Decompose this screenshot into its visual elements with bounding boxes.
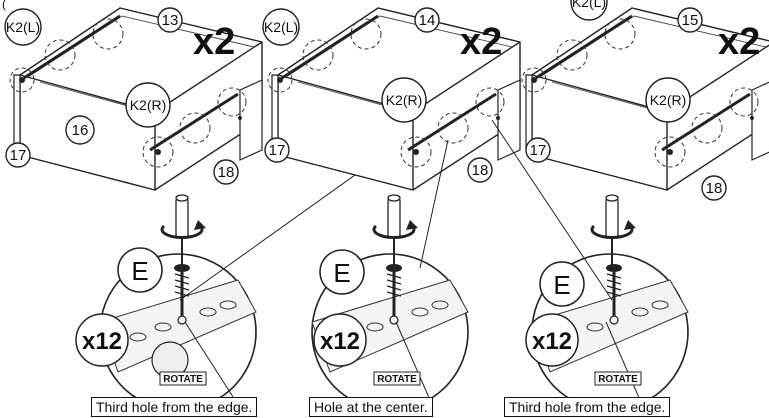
- label-circle-k-right-3: [645, 77, 691, 123]
- panel-2: K2(L) K2(R) 14 17 18 x2 E x12 ROTATE: [262, 6, 522, 412]
- part-circle-right-2: [467, 157, 493, 183]
- part-top-label-2: 14: [419, 12, 436, 29]
- label-circle-k-right-2: [381, 77, 427, 123]
- leader-line-3: [491, 119, 613, 301]
- label-circle-k-left-2: [262, 8, 300, 46]
- quantity-label-3: x2: [718, 21, 760, 63]
- rotate-box-3: [594, 371, 642, 386]
- caption-1: Third hole from the edge.: [91, 397, 258, 417]
- label-circle-k-left-1: [4, 8, 42, 46]
- screw-letter-3: E: [553, 270, 570, 300]
- caption-3: Third hole from the edge.: [504, 397, 671, 417]
- part-right-label-3: 18: [706, 180, 723, 197]
- rotate-label-2: ROTATE: [377, 374, 417, 385]
- part-circle-right-1: [213, 159, 239, 185]
- panel-3: K2(L) K2(R) 15 17 18 x2 E x12 ROTATE: [491, 0, 769, 412]
- screw-letter-1: E: [131, 256, 148, 286]
- part-circle-top-1: [157, 7, 183, 33]
- label-circle-k-right-1: [125, 82, 171, 128]
- screw-letter-2: E: [333, 258, 350, 288]
- part-circle-top-3: [677, 7, 703, 33]
- quantity-label-2: x2: [460, 21, 502, 63]
- part-circle-left-3: [525, 137, 551, 163]
- screw-qty-circle-1: [75, 313, 129, 367]
- k-left-label-1: K2(L): [6, 19, 40, 35]
- rotate-label-1: ROTATE: [163, 374, 203, 385]
- screw-qty-2: x12: [320, 328, 360, 355]
- screw-qty-circle-2: [313, 313, 367, 367]
- part-circle-left-1: [5, 142, 31, 168]
- hole-pointer-3: [605, 321, 641, 401]
- k-right-label-2: K2(R): [386, 92, 423, 108]
- k-left-label-3: K2(L): [572, 0, 606, 10]
- screw-qty-1: x12: [82, 328, 122, 355]
- label-circle-k-left-3: [570, 0, 608, 21]
- rotate-box-2: [373, 371, 421, 386]
- part-circle-right-3: [701, 175, 727, 201]
- part-right-label-2: 18: [472, 162, 489, 179]
- screw-letter-circle-3: [539, 261, 585, 307]
- hole-pointer-1: [184, 321, 236, 401]
- screw-qty-circle-3: [525, 313, 579, 367]
- part-circle-top-2: [414, 7, 440, 33]
- hole-pointer-2: [395, 321, 431, 401]
- quantity-label-1: x2: [193, 21, 235, 63]
- screw-letter-circle-1: [117, 247, 163, 293]
- part-left-label-3: 17: [530, 142, 547, 159]
- caption-2: Hole at the center.: [309, 397, 433, 417]
- header-fragment: (: [2, 0, 6, 11]
- part-front-label-1: 16: [72, 122, 89, 139]
- k-left-label-2: K2(L): [264, 19, 298, 35]
- screw-qty-3: x12: [532, 328, 572, 355]
- part-circle-left-2: [264, 137, 290, 163]
- k-right-label-3: K2(R): [650, 92, 687, 108]
- part-left-label-1: 17: [10, 147, 27, 164]
- part-left-label-2: 17: [269, 142, 286, 159]
- rotate-box-1: [159, 371, 207, 386]
- part-right-label-1: 18: [218, 164, 235, 181]
- part-top-label-1: 13: [162, 12, 179, 29]
- part-top-label-3: 15: [682, 12, 699, 29]
- panel-1: K2(L) K2(R) 13 16 17 18 x2 E x12 ROTATE: [4, 6, 391, 412]
- rotate-label-3: ROTATE: [598, 374, 638, 385]
- k-right-label-1: K2(R): [130, 97, 167, 113]
- leader-line-2: [419, 139, 449, 269]
- part-circle-front-1: [65, 115, 95, 145]
- screw-letter-circle-2: [319, 249, 365, 295]
